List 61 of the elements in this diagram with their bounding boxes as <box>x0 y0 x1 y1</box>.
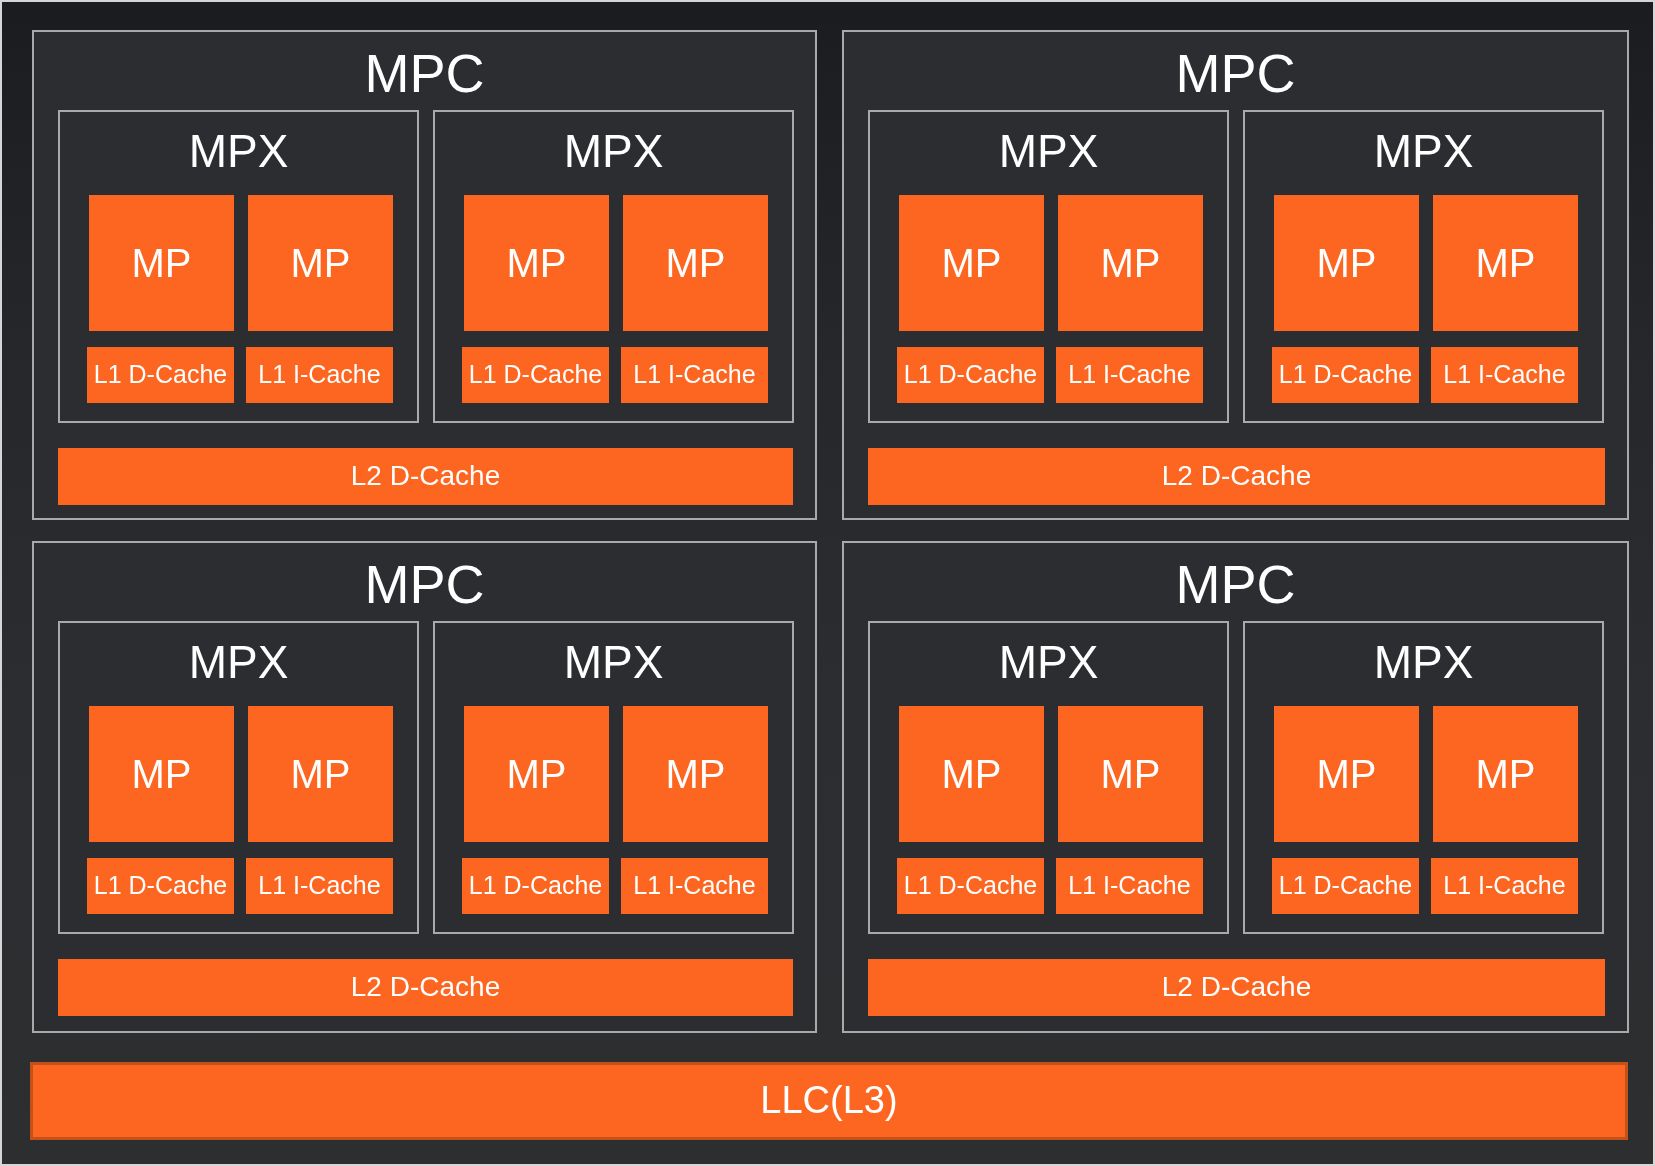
subcluster-panel <box>433 110 794 423</box>
subcluster-panel <box>868 110 1229 423</box>
cluster-panel <box>842 541 1629 1033</box>
processor-block: MP <box>1274 195 1419 331</box>
cache-block: L1 D-Cache <box>462 347 609 403</box>
cache-block: L1 D-Cache <box>897 858 1044 914</box>
cluster-title: MPC <box>1175 46 1296 100</box>
cluster-title: MPC <box>364 46 485 100</box>
processor-block: MP <box>89 195 234 331</box>
processor-block: MP <box>1058 195 1203 331</box>
processor-block: MP <box>1058 706 1203 842</box>
cache-block: L1 D-Cache <box>462 858 609 914</box>
cache-block: L1 D-Cache <box>1272 347 1419 403</box>
processor-block: MP <box>623 706 768 842</box>
subcluster-title: MPX <box>188 639 289 685</box>
cache-block: L1 D-Cache <box>87 858 234 914</box>
subcluster-title: MPX <box>563 128 664 174</box>
subcluster-panel <box>58 110 419 423</box>
subcluster-panel <box>868 621 1229 934</box>
cluster-panel <box>842 30 1629 520</box>
cluster-title: MPC <box>364 557 485 611</box>
cache-block: L1 I-Cache <box>621 858 768 914</box>
subcluster-title: MPX <box>998 639 1099 685</box>
subcluster-title: MPX <box>563 639 664 685</box>
cache-block: L1 D-Cache <box>897 347 1044 403</box>
cache-block: L1 I-Cache <box>246 347 393 403</box>
cache-bar: L2 D-Cache <box>58 959 793 1016</box>
processor-block: MP <box>899 195 1044 331</box>
subcluster-panel <box>58 621 419 934</box>
subcluster-panel <box>1243 621 1604 934</box>
processor-block: MP <box>89 706 234 842</box>
cache-block: L1 I-Cache <box>1056 858 1203 914</box>
subcluster-panel <box>433 621 794 934</box>
cluster-panel <box>32 30 817 520</box>
subcluster-title: MPX <box>998 128 1099 174</box>
cluster-panel <box>32 541 817 1033</box>
processor-block: MP <box>1274 706 1419 842</box>
cache-bar: LLC(L3) <box>30 1062 1628 1140</box>
processor-block: MP <box>248 195 393 331</box>
cache-block: L1 I-Cache <box>1431 858 1578 914</box>
processor-block: MP <box>464 195 609 331</box>
processor-block: MP <box>1433 195 1578 331</box>
cache-block: L1 I-Cache <box>1431 347 1578 403</box>
subcluster-panel <box>1243 110 1604 423</box>
processor-block: MP <box>248 706 393 842</box>
subcluster-title: MPX <box>1373 128 1474 174</box>
cache-block: L1 I-Cache <box>1056 347 1203 403</box>
cache-bar: L2 D-Cache <box>868 959 1605 1016</box>
subcluster-title: MPX <box>188 128 289 174</box>
cache-block: L1 D-Cache <box>1272 858 1419 914</box>
cache-bar: L2 D-Cache <box>58 448 793 505</box>
processor-block: MP <box>623 195 768 331</box>
cache-bar: L2 D-Cache <box>868 448 1605 505</box>
cache-block: L1 I-Cache <box>621 347 768 403</box>
processor-block: MP <box>464 706 609 842</box>
cluster-title: MPC <box>1175 557 1296 611</box>
processor-block: MP <box>1433 706 1578 842</box>
processor-block: MP <box>899 706 1044 842</box>
subcluster-title: MPX <box>1373 639 1474 685</box>
cache-block: L1 D-Cache <box>87 347 234 403</box>
cache-block: L1 I-Cache <box>246 858 393 914</box>
